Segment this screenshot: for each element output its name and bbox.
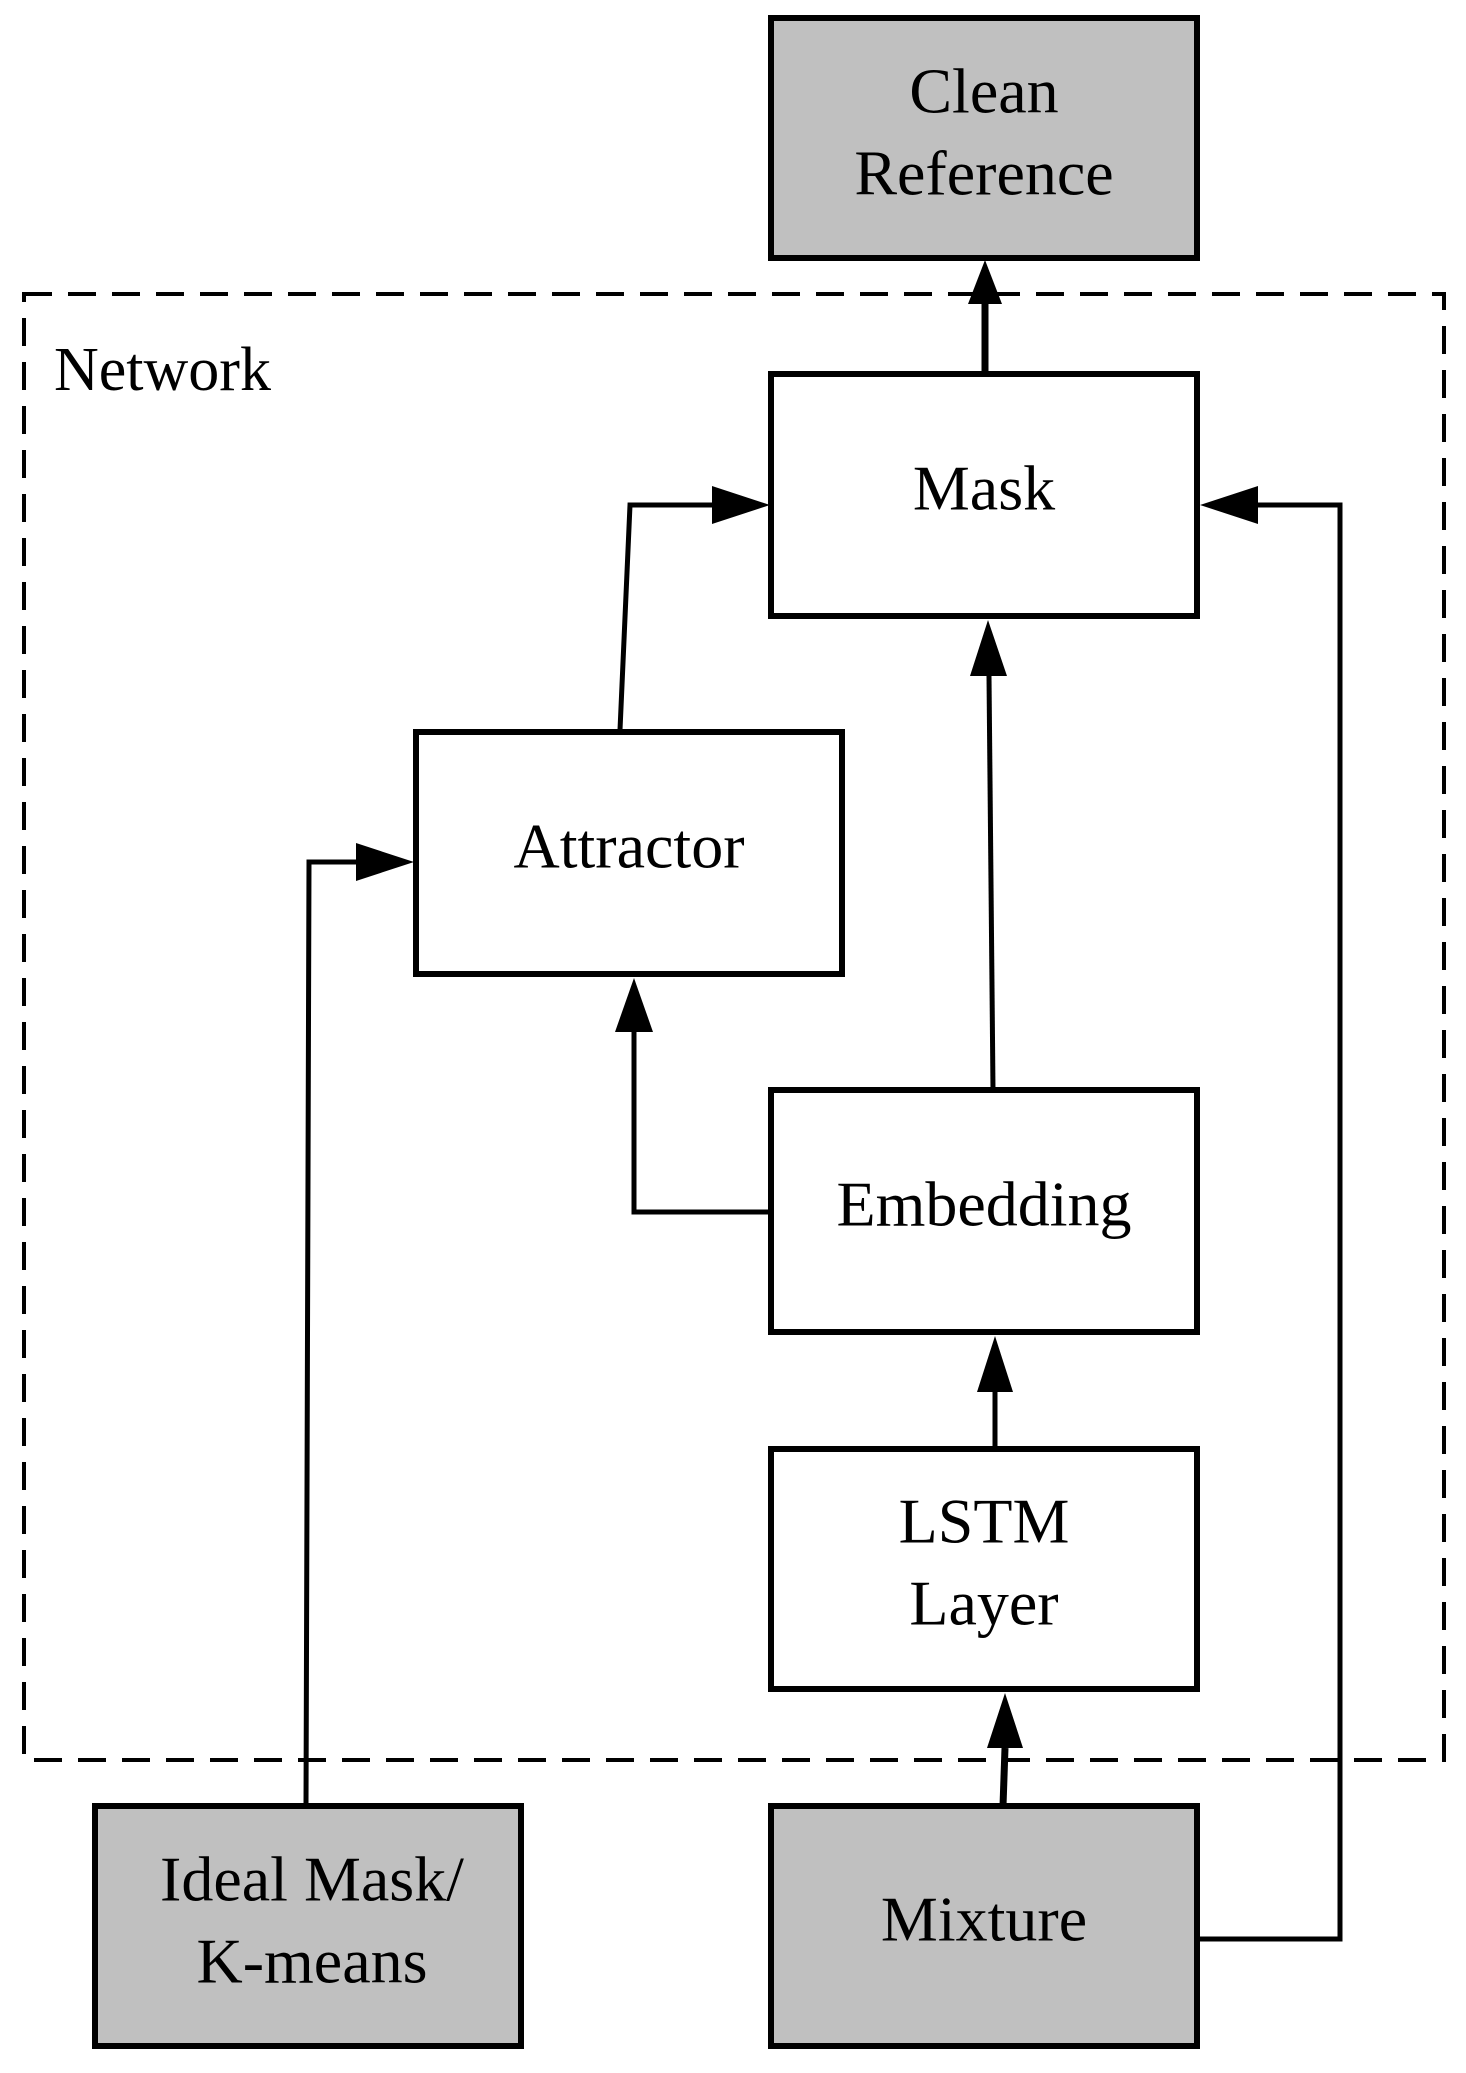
node-box: [768, 1803, 1200, 2049]
node-label-line-1: Embedding: [836, 1169, 1131, 1240]
node-box: [768, 15, 1200, 261]
arrowhead-attractor-bottom: [615, 978, 653, 1032]
node-mask: Mask: [768, 371, 1200, 619]
edge-ideal-mask-to-attractor: [303, 859, 356, 1807]
arrowhead-mask-right: [1200, 486, 1258, 524]
arrowhead-mask-bottom: [970, 620, 1007, 676]
node-label-line-1: Mixture: [881, 1884, 1087, 1955]
node-label-line-1: Ideal Mask/: [160, 1844, 464, 1915]
edge-embedding-to-attractor: [631, 1032, 770, 1215]
node-label-line-1: LSTM: [899, 1486, 1070, 1557]
arrowhead-attractor-left: [356, 843, 414, 881]
edges: [303, 260, 1343, 1942]
node-label-line-2: Layer: [909, 1568, 1058, 1639]
node-label-line-2: K-means: [196, 1926, 427, 1997]
node-box: [768, 371, 1200, 619]
node-label-line-1: Clean: [909, 56, 1058, 127]
node-attractor: Attractor: [413, 729, 845, 977]
node-box: [768, 1446, 1200, 1692]
edge-mixture-to-mask: [1198, 502, 1343, 1942]
arrowhead-clean-reference: [968, 260, 1002, 304]
node-clean-reference: Clean Reference: [768, 15, 1200, 261]
node-box: [92, 1803, 524, 2049]
node-box: [768, 1087, 1200, 1335]
arrowhead-lstm-bottom: [987, 1693, 1023, 1748]
node-label-line-1: Attractor: [514, 811, 745, 882]
node-ideal-mask-kmeans: Ideal Mask/ K-means: [92, 1803, 524, 2049]
edge-attractor-to-mask: [617, 502, 712, 731]
node-label-line-1: Mask: [913, 453, 1055, 524]
network-boundary: [22, 292, 1446, 1762]
arrowhead-mask-left: [712, 486, 770, 524]
node-embedding: Embedding: [768, 1087, 1200, 1335]
node-box: [413, 729, 845, 977]
node-mixture: Mixture: [768, 1803, 1200, 2049]
node-label-line-2: Reference: [854, 138, 1113, 209]
edge-mixture-to-lstm: [999, 1747, 1009, 1807]
edge-embedding-to-mask: [986, 675, 996, 1091]
arrowhead-embedding-bottom: [977, 1336, 1013, 1392]
network-label: Network: [54, 336, 271, 404]
node-lstm-layer: LSTM Layer: [768, 1446, 1200, 1692]
